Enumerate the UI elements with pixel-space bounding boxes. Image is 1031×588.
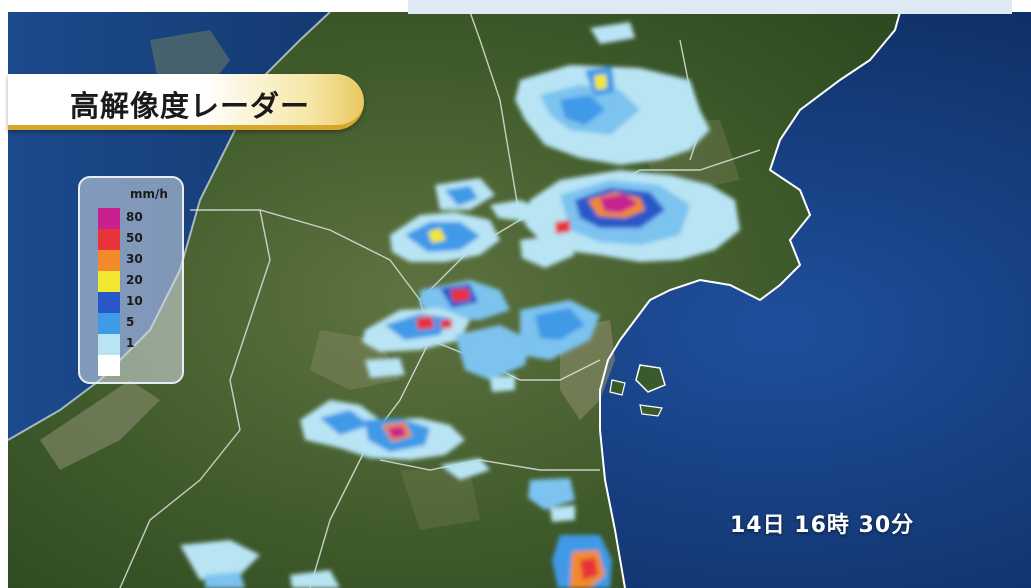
timestamp: 14日 16時 30分 xyxy=(730,513,915,538)
precipitation-legend: mm/h 80 50 30 20 10 5 1 xyxy=(78,176,184,384)
legend-swatch xyxy=(98,250,120,271)
legend-swatch xyxy=(98,355,120,376)
legend-row: 80 xyxy=(98,208,180,229)
legend-label: 80 xyxy=(126,210,143,224)
legend-swatch xyxy=(98,229,120,250)
legend-label: 10 xyxy=(126,294,143,308)
legend-swatch xyxy=(98,334,120,355)
legend-unit: mm/h xyxy=(130,187,168,201)
legend-label: 5 xyxy=(126,315,135,329)
radar-echo xyxy=(180,22,740,588)
legend-swatch xyxy=(98,313,120,334)
legend-row: 30 xyxy=(98,250,180,271)
legend-row: 1 xyxy=(98,334,180,355)
map-title: 高解像度レーダー xyxy=(70,89,311,123)
legend-label: 30 xyxy=(126,252,143,266)
title-banner: 高解像度レーダー xyxy=(8,74,364,130)
legend-swatch xyxy=(98,208,120,229)
legend-label: 50 xyxy=(126,231,143,245)
legend-row: 50 xyxy=(98,229,180,250)
legend-row xyxy=(98,355,180,376)
legend-row: 10 xyxy=(98,292,180,313)
legend-row: 20 xyxy=(98,271,180,292)
legend-swatch xyxy=(98,292,120,313)
legend-label: 1 xyxy=(126,336,135,350)
legend-swatch xyxy=(98,271,120,292)
legend-row: 5 xyxy=(98,313,180,334)
legend-label: 20 xyxy=(126,273,143,287)
